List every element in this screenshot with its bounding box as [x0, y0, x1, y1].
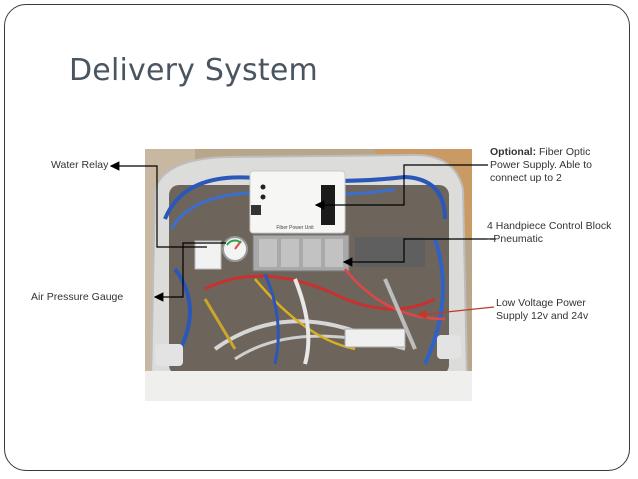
- handpiece-control-block-label: 4 Handpiece Control Block - Pneumatic: [487, 220, 612, 245]
- fiber-optic-label: Optional: Fiber Optic Power Supply. Able…: [490, 146, 592, 184]
- low-voltage-power-supply-label: Low Voltage Power Supply 12v and 24v: [496, 297, 589, 322]
- air-pressure-gauge-label: Air Pressure Gauge: [31, 291, 124, 303]
- board-label: Fiber Power Unit: [276, 225, 314, 231]
- delivery-system-photo: Fiber Power Unit: [145, 149, 472, 401]
- slide-title: Delivery System: [69, 53, 318, 88]
- water-relay-label: Water Relay: [51, 159, 109, 171]
